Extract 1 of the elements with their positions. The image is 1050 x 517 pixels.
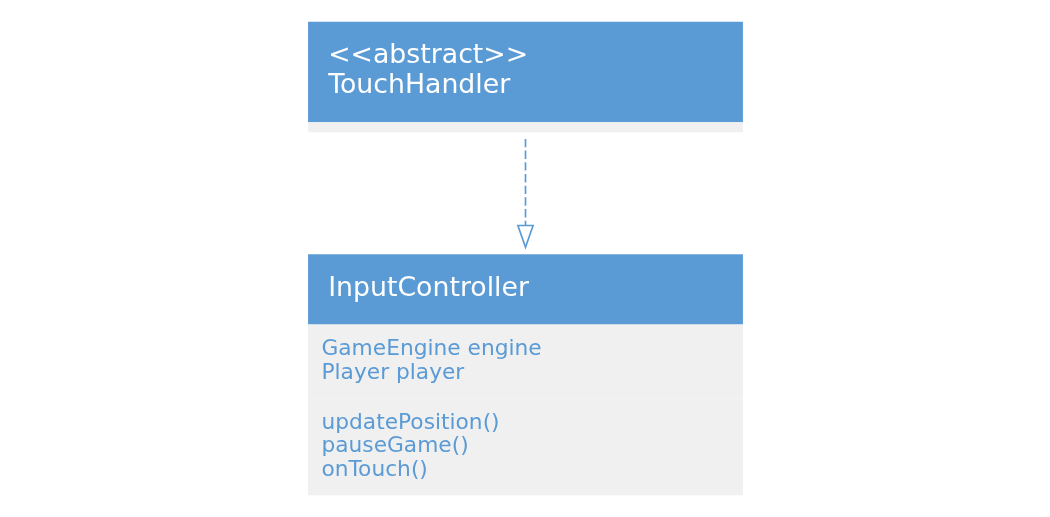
arrow <box>516 138 534 250</box>
